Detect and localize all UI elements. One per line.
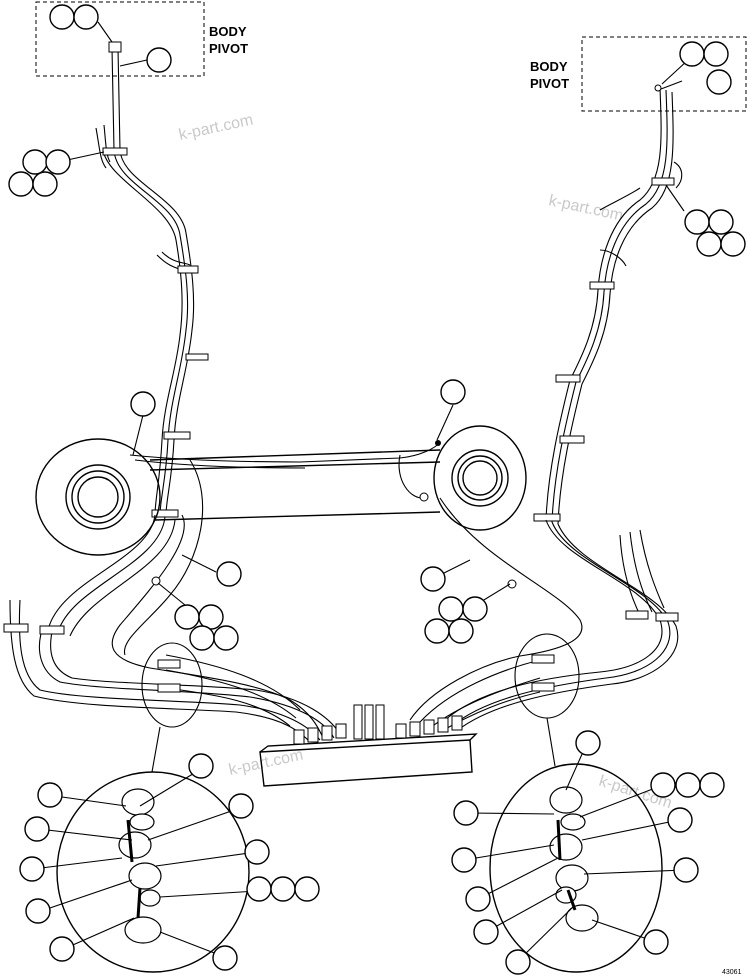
clamp-stack-right: [549, 786, 599, 932]
lower-hose-fan: [3, 459, 679, 743]
callout-balloon: [25, 898, 51, 924]
callout-balloon: [699, 772, 725, 798]
callout-balloon: [213, 625, 239, 651]
callout-balloon: [244, 839, 270, 865]
callout-balloon: [462, 596, 488, 622]
callout-balloon: [294, 876, 320, 902]
callout-balloon: [188, 753, 214, 779]
callout-balloon: [708, 209, 734, 235]
detail-view-left: [56, 771, 250, 973]
watermark-2: k-part.com: [547, 192, 624, 224]
callout-balloon: [49, 4, 75, 30]
callout-balloon: [246, 876, 272, 902]
callout-balloon: [440, 379, 466, 405]
watermark-1: k-part.com: [177, 112, 254, 144]
callout-balloon: [667, 807, 693, 833]
callout-balloon: [453, 800, 479, 826]
callout-balloon: [451, 847, 477, 873]
callout-balloon: [24, 816, 50, 842]
clamp-stack-left: [118, 788, 162, 944]
callout-balloon: [448, 618, 474, 644]
callout-balloon: [696, 231, 722, 257]
detail-ring-left: [141, 642, 203, 728]
body-pivot-left-line2: PIVOT: [209, 41, 248, 56]
callout-balloon: [189, 625, 215, 651]
callout-balloon: [37, 782, 63, 808]
right-hose-bundle: [533, 84, 683, 525]
callout-balloon: [130, 391, 156, 417]
callout-balloon: [424, 618, 450, 644]
callout-balloon: [473, 919, 499, 945]
callout-balloon: [575, 730, 601, 756]
callout-balloon: [675, 772, 701, 798]
body-pivot-left-line1: BODY: [209, 24, 247, 39]
detail-view-right: [489, 763, 663, 973]
callout-balloon: [643, 929, 669, 955]
callout-balloon: [438, 596, 464, 622]
body-pivot-right-line2: PIVOT: [530, 76, 569, 91]
callout-balloon: [650, 772, 676, 798]
callout-balloon: [212, 945, 238, 971]
leader-lines: [32, 21, 689, 961]
callout-balloon: [45, 149, 71, 175]
callout-balloon: [706, 69, 732, 95]
body-pivot-right-line1: BODY: [530, 59, 568, 74]
callout-balloon: [673, 857, 699, 883]
callout-balloon: [505, 949, 531, 975]
pivot-assembly: [35, 425, 527, 556]
callout-balloons: [8, 4, 746, 975]
callout-balloon: [270, 876, 296, 902]
callout-balloon: [720, 231, 746, 257]
callout-balloon: [465, 886, 491, 912]
callout-balloon: [198, 604, 224, 630]
right-pivot-boss: [433, 425, 527, 531]
callout-balloon: [703, 41, 729, 67]
left-pivot-boss: [35, 438, 161, 556]
callout-balloon: [174, 604, 200, 630]
callout-balloon: [73, 4, 99, 30]
body-pivot-box-left: [35, 1, 205, 77]
manifold-fittings: [293, 704, 463, 745]
callout-balloon: [49, 936, 75, 962]
callout-balloon: [8, 171, 34, 197]
detail-callouts: [56, 633, 663, 973]
callout-balloon: [679, 41, 705, 67]
callout-balloon: [22, 149, 48, 175]
callout-balloon: [228, 793, 254, 819]
callout-balloon: [19, 856, 45, 882]
callout-balloon: [32, 171, 58, 197]
drawing-number: 43061: [722, 969, 742, 976]
valve-manifold: [259, 704, 478, 787]
callout-balloon: [146, 47, 172, 73]
left-hose-bundle: [95, 41, 209, 518]
callout-balloon: [420, 566, 446, 592]
callout-balloon: [216, 561, 242, 587]
callout-balloon: [684, 209, 710, 235]
